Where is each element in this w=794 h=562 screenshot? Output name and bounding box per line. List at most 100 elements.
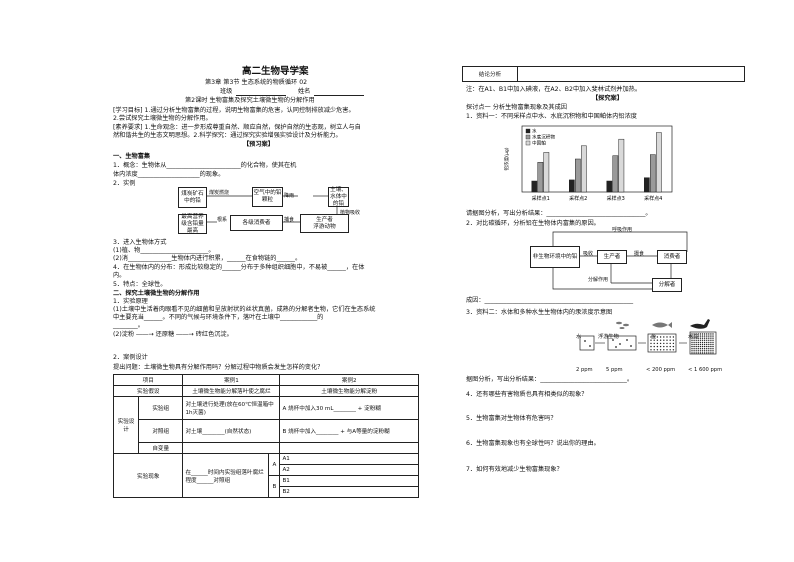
- mercury-dot: [708, 341, 710, 344]
- mercury-dot: [650, 339, 652, 341]
- mercury-dot: [699, 333, 702, 335]
- mercury-dot: [672, 339, 675, 341]
- mercury-dot: [699, 350, 702, 352]
- mercury-dot: [666, 336, 668, 338]
- mercury-dot: [663, 342, 665, 345]
- mercury-dot: [693, 339, 695, 341]
- cycle-decompose: 分解作用: [588, 277, 609, 283]
- mercury-dot: [693, 348, 695, 350]
- mercury-dot: [650, 336, 652, 338]
- bar-1-2: [537, 162, 544, 193]
- cycle-ingest: 摄食: [634, 251, 645, 257]
- flow-zooplankton-label: 浮游动物: [313, 223, 336, 230]
- mercury-dot: [701, 345, 704, 348]
- experiment-table: 项目 案例1 案例2 实验假设 土壤微生物能分解落叶使之腐烂 土壤微生物能分解淀…: [112, 374, 419, 498]
- principle-line-1: (1)土壤中生活着肉眼看不见的细菌和呈放射状的丝状真菌，成熟的分解者生物，它们在…: [113, 306, 376, 313]
- mercury-dot: [691, 348, 693, 350]
- bar-1-1: [531, 180, 538, 193]
- x-tick-2: 采样点2: [569, 195, 587, 202]
- flow-box-air: 空气中的铅颗粒: [252, 187, 283, 207]
- mercury-dot: [653, 342, 655, 345]
- mercury-dot: [650, 345, 652, 348]
- mercury-dot: [666, 345, 668, 348]
- class-label: 班级: [220, 88, 233, 95]
- mercury-dot: [693, 335, 695, 337]
- mercury-dot: [695, 337, 697, 339]
- mercury-dot: [672, 345, 675, 348]
- mercury-label-bird: 水鸟: [688, 334, 699, 340]
- mercury-dot: [701, 352, 704, 354]
- mercury-dot: [706, 339, 708, 341]
- mercury-dot: [693, 337, 695, 339]
- mercury-dot: [659, 349, 662, 351]
- mercury-dot: [691, 345, 693, 348]
- mercury-dot: [710, 335, 712, 337]
- flow-label-prey: 捕食: [284, 217, 295, 223]
- flow-producer-label: 生产者: [316, 216, 333, 223]
- mercury-dot: [695, 333, 697, 335]
- legend-swatch-1: [525, 128, 531, 134]
- cycle-box-producer: 生产者: [597, 250, 627, 264]
- mercury-dot: [659, 345, 662, 348]
- mercury-dot: [653, 345, 655, 348]
- mercury-dot: [695, 352, 697, 354]
- mercury-dot: [691, 350, 693, 352]
- mercury-dot: [703, 345, 706, 348]
- mercury-dot: [666, 349, 668, 351]
- mercury-dot: [701, 348, 704, 350]
- mercury-dot: [699, 345, 702, 348]
- note-line: 注：在A1、B1中加入碘液，在A2、B2中加入斐林试剂并加热。: [466, 86, 642, 93]
- bar-1-3: [543, 152, 550, 193]
- mercury-dot: [701, 350, 704, 352]
- lesson-title: 第2课时 生物富集及探究土壤微生物的分解作用: [185, 97, 315, 104]
- mercury-dot: [710, 345, 712, 348]
- flow-label-burn: 煤炭燃烧: [209, 190, 230, 196]
- cause-line: 成因：_____________________________________…: [466, 297, 634, 304]
- table-ctrl-group-case1: 对土壤________(自然状态): [182, 419, 281, 443]
- goal-line-1: [学习目标] 1.通过分析生物富集的过程，说明生物富集的危害，认同控制排放减少危…: [113, 107, 355, 114]
- goal-line-2: 2.尝试探究土壤微生物的分解作用。: [113, 115, 212, 122]
- case-question: 提出问题：土壤微生物具有分解作用吗？分解过程中物质会发生怎样的变化？: [113, 364, 324, 371]
- mercury-dot: [663, 345, 665, 348]
- mercury-label-water: 水: [576, 334, 582, 340]
- mercury-dot: [706, 337, 708, 339]
- name-label: 姓名: [298, 88, 311, 95]
- mercury-dot: [697, 343, 699, 346]
- q4-line-b: 内。: [113, 272, 126, 279]
- mercury-dot: [672, 342, 675, 345]
- mercury-dot: [703, 335, 706, 337]
- mercury-dot: [693, 350, 695, 352]
- mercury-dot: [706, 348, 708, 350]
- flow-box-soil: 土壤、水体中的铅: [328, 187, 349, 207]
- bar-3-3: [618, 138, 625, 193]
- mercury-dot: [693, 352, 695, 354]
- question-carbon: 2．对比碳循环，分析铅在生物体内富集的原因。: [466, 220, 600, 227]
- q2-label: 2．实例: [113, 180, 136, 187]
- mercury-dot: [653, 349, 655, 351]
- mercury-dot: [706, 343, 708, 346]
- mercury-dot: [697, 350, 699, 352]
- page-title: 高二生物导学案: [242, 66, 309, 77]
- legend-swatch-2: [525, 134, 531, 140]
- mercury-dot: [703, 333, 706, 335]
- mercury-dot: [703, 350, 706, 352]
- mercury-ppm-bird: < 1 600 ppm: [688, 367, 723, 373]
- legend-label-2: 水底沉积物: [532, 134, 555, 141]
- mercury-dot: [659, 339, 662, 341]
- mercury-dot: [693, 343, 695, 346]
- table-sub-b: B: [268, 475, 281, 498]
- mercury-dot: [695, 341, 697, 344]
- section-2-title: 二、探究土壤微生物的分解作用: [113, 290, 200, 297]
- table-phenomenon-case1: 在______时间内实验组落叶腐烂程度______对照组: [182, 453, 270, 498]
- mercury-dot: [710, 337, 712, 339]
- bar-2-2: [575, 158, 581, 193]
- bar-4-3: [656, 132, 662, 193]
- mercury-dot: [697, 337, 699, 339]
- mercury-dot: [659, 342, 662, 345]
- mercury-dot: [695, 335, 697, 337]
- conclusion-table: 结论分析: [462, 66, 745, 82]
- mercury-dot: [666, 342, 668, 345]
- mercury-dot: [712, 341, 714, 344]
- mercury-dot: [712, 333, 714, 335]
